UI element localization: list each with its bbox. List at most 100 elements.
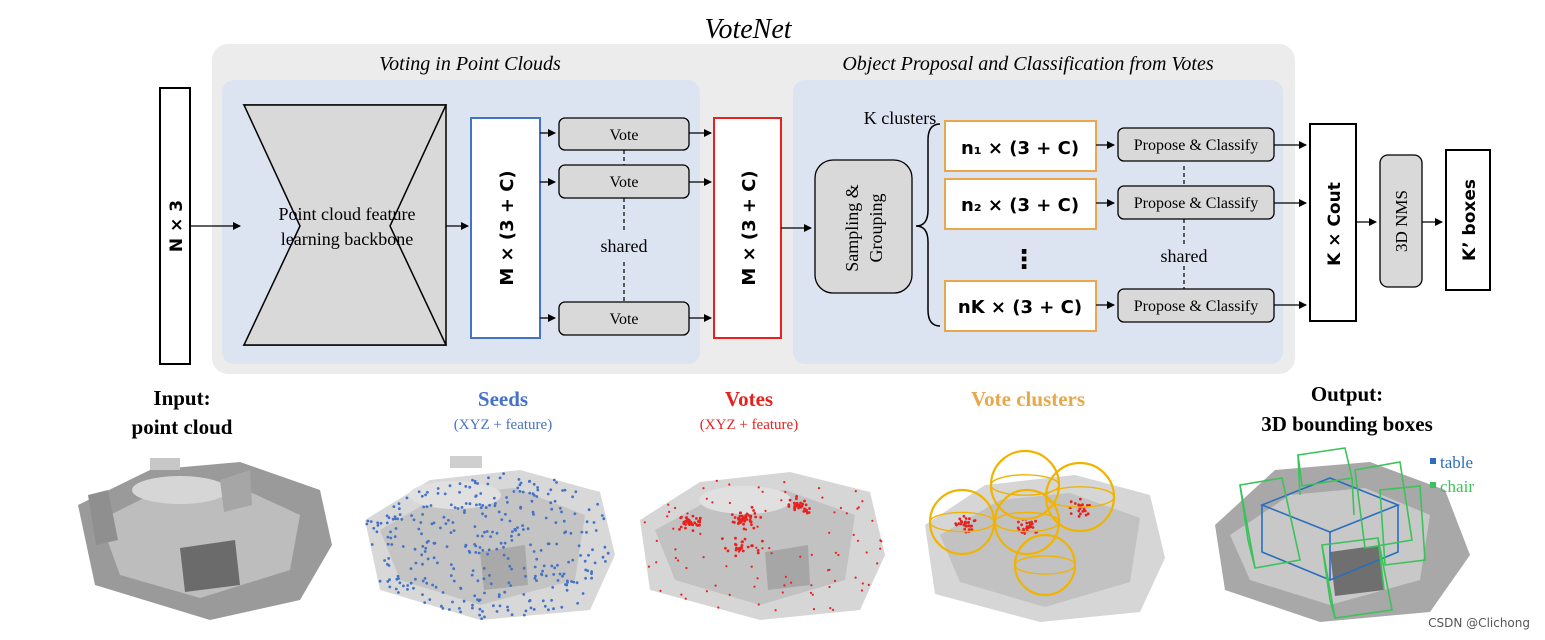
- point-dot: [392, 505, 396, 508]
- point-dot: [512, 490, 516, 493]
- proposal-section-title: Object Proposal and Classification from …: [842, 53, 1214, 75]
- point-dot: [393, 515, 397, 518]
- sampling-label-line2: Grouping: [866, 194, 886, 263]
- point-dot: [571, 495, 574, 499]
- point-dot: [532, 608, 536, 611]
- point-dot: [486, 482, 490, 486]
- point-dot: [783, 584, 786, 587]
- point-dot: [535, 495, 539, 498]
- point-dot: [585, 531, 588, 534]
- point-dot: [833, 579, 837, 583]
- point-dot: [445, 545, 449, 548]
- vote-dot: [1025, 521, 1029, 525]
- point-dot: [471, 478, 474, 482]
- point-dot: [387, 516, 391, 520]
- point-dot: [432, 556, 436, 560]
- vote-dot: [795, 495, 798, 498]
- point-dot: [522, 613, 526, 617]
- point-dot: [854, 576, 857, 579]
- vote-box-3-label: Vote: [609, 311, 638, 328]
- vote-dot: [685, 516, 688, 520]
- point-dot: [449, 574, 453, 577]
- point-dot: [376, 524, 380, 527]
- vote-dot: [1086, 504, 1089, 507]
- point-dot: [837, 553, 840, 557]
- point-dot: [428, 598, 432, 601]
- vote-dot: [682, 522, 686, 525]
- point-dot: [478, 607, 482, 611]
- point-dot: [603, 545, 607, 549]
- point-dot: [810, 584, 813, 587]
- point-dot: [768, 547, 771, 550]
- point-dot: [459, 586, 462, 590]
- point-dot: [458, 482, 462, 485]
- point-dot: [551, 586, 555, 589]
- point-dot: [562, 572, 566, 576]
- point-dot: [784, 490, 787, 494]
- point-dot: [502, 472, 505, 475]
- vote-dot: [1069, 512, 1073, 515]
- point-dot: [431, 583, 434, 587]
- point-dot: [524, 574, 527, 578]
- point-dot: [533, 565, 537, 569]
- point-dot: [386, 580, 390, 583]
- point-dot: [526, 527, 530, 531]
- point-dot: [397, 502, 401, 505]
- point-dot: [761, 490, 764, 493]
- legend-table-swatch: [1430, 458, 1436, 464]
- point-dot: [486, 552, 489, 556]
- vote-dot: [964, 517, 968, 520]
- point-dot: [560, 605, 564, 609]
- point-dot: [423, 577, 427, 580]
- point-dot: [756, 577, 759, 580]
- point-dot: [378, 579, 382, 583]
- point-dot: [506, 608, 510, 612]
- point-dot: [699, 532, 702, 536]
- point-dot: [481, 504, 485, 507]
- point-dot: [473, 594, 477, 598]
- point-dot: [468, 485, 472, 489]
- point-dot: [591, 548, 594, 552]
- point-dot: [764, 509, 767, 512]
- vote-dot: [691, 514, 695, 518]
- point-dot: [587, 508, 591, 512]
- point-dot: [828, 531, 831, 534]
- point-dot: [459, 610, 462, 614]
- vote-dot: [1020, 523, 1023, 527]
- point-dot: [565, 579, 569, 583]
- point-dot: [756, 525, 759, 528]
- point-dot: [460, 506, 464, 509]
- point-dot: [385, 521, 389, 525]
- point-dot: [655, 539, 658, 543]
- vote-dot: [1031, 526, 1035, 529]
- point-dot: [463, 509, 466, 512]
- propose-shared-label: shared: [1161, 246, 1208, 266]
- point-dot: [502, 553, 506, 557]
- point-dot: [493, 504, 497, 508]
- point-dot: [484, 506, 488, 509]
- votes-point-cloud-image: [640, 472, 885, 620]
- point-dot: [828, 585, 831, 589]
- point-dot: [521, 490, 525, 494]
- vote-dot: [691, 523, 695, 527]
- cluster-box-2: [944, 178, 1097, 230]
- point-dot: [497, 593, 501, 596]
- point-dot: [499, 541, 503, 545]
- point-dot: [856, 507, 859, 510]
- point-dot: [821, 496, 824, 499]
- vote-dot: [739, 511, 742, 515]
- point-dot: [398, 507, 401, 511]
- vote-dot: [795, 497, 798, 500]
- point-dot: [397, 577, 400, 580]
- point-dot: [528, 599, 531, 603]
- point-dot: [770, 552, 773, 555]
- vote-dot: [1081, 510, 1085, 513]
- point-dot: [505, 496, 508, 499]
- point-dot: [444, 522, 448, 525]
- point-dot: [532, 513, 535, 516]
- point-dot: [587, 553, 590, 557]
- point-dot: [441, 607, 445, 610]
- caption-output-line2: 3D bounding boxes: [1261, 412, 1433, 436]
- point-dot: [388, 585, 392, 589]
- point-dot: [478, 503, 482, 506]
